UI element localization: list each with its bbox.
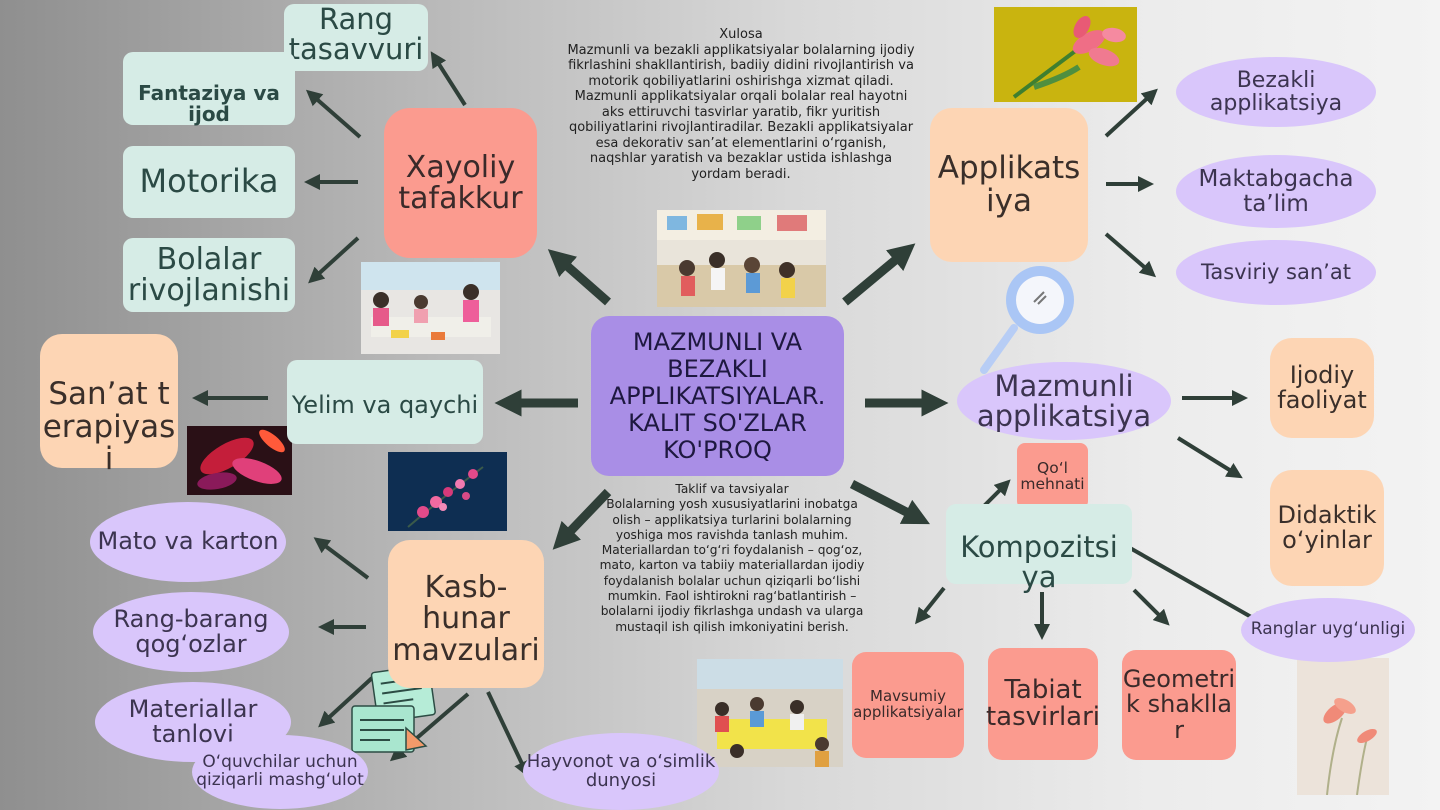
node-didaktik-oyinlar[interactable]: Didaktik o‘yinlar: [1270, 470, 1384, 586]
node-mazmunli-applikatsiya[interactable]: Mazmunli applikatsiya: [957, 362, 1171, 440]
node-motorika[interactable]: Motorika: [123, 146, 295, 218]
node-kasb-hunar-mavzulari[interactable]: Kasb-hunar mavzulari: [388, 540, 544, 688]
arrow-hayvonot: [486, 691, 529, 778]
node-rang-tasavvuri[interactable]: Rang tasavvuri: [284, 4, 428, 71]
arrow-mato: [313, 537, 370, 580]
flowers-blue-photo: [388, 452, 507, 531]
arrow-mavsumiy: [915, 586, 946, 625]
arrow-bezakli: [1104, 88, 1158, 138]
xulosa-heading: Xulosa: [719, 27, 763, 42]
node-tabiat-tasvirlari[interactable]: Tabiat tasvirlari: [986, 648, 1100, 760]
node-rang-barang-qogozlar[interactable]: Rang-barang qog‘ozlar: [93, 592, 289, 672]
node-xayoliy-tafakkur[interactable]: Xayoliy tafakkur: [384, 108, 537, 258]
arrow-center-xayoliy: [547, 249, 611, 306]
node-ijodiy-faoliyat[interactable]: Ijodiy faoliyat: [1270, 338, 1374, 438]
arrow-center-applikatsiya: [842, 243, 916, 306]
node-ranglar-uygunligi[interactable]: Ranglar uyg‘unligi: [1241, 598, 1415, 662]
node-qol-mehnati[interactable]: Qo‘l mehnati: [1017, 443, 1088, 509]
node-kompozitsiya[interactable]: Kompozitsiya: [946, 504, 1132, 593]
node-applikatsiya[interactable]: Applikatsiya: [930, 108, 1088, 262]
node-tasviriy-sanat[interactable]: Tasviriy san’at: [1176, 240, 1376, 305]
kids-table-photo: [361, 262, 500, 354]
xulosa-block: Xulosa Mazmunli va bezakli applikatsiyal…: [566, 27, 916, 182]
node-mavsumiy-applikatsiyalar[interactable]: Mavsumiy applikatsiyalar: [852, 652, 964, 758]
center-topic[interactable]: MAZMUNLI VA BEZAKLI APPLIKATSIYALAR. KAL…: [591, 316, 844, 476]
taklif-heading: Taklif va tavsiyalar: [675, 482, 789, 496]
center-title: MAZMUNLI VA BEZAKLI APPLIKATSIYALAR. KAL…: [609, 327, 826, 464]
arrow-rang-tasavvuri: [430, 51, 467, 107]
pink-flower-photo-top: [994, 7, 1137, 102]
arrow-geometrik: [1132, 588, 1170, 626]
node-yelim-va-qaychi[interactable]: Yelim va qaychi: [287, 360, 483, 444]
arrow-ranglar: [1129, 546, 1267, 626]
taklif-block: Taklif va tavsiyalar Bolalarning yosh xu…: [592, 482, 872, 635]
node-oquvchilar-mashgulot[interactable]: O‘quvchilar uchun qiziqarli mashg‘ulot: [192, 735, 368, 809]
node-hayvonot-osimlik[interactable]: Hayvonot va o‘simlik dunyosi: [523, 733, 719, 810]
neon-leaves-photo: [187, 426, 292, 495]
node-fantaziya[interactable]: Fantaziya va ijod: [123, 52, 295, 125]
node-sanat-terapiyasi[interactable]: San’at terapiyasi: [40, 334, 178, 475]
node-maktabgacha-talim[interactable]: Maktabgacha ta’lim: [1176, 155, 1376, 228]
arrow-materiallar: [318, 676, 374, 728]
arrow-didaktik: [1176, 436, 1243, 479]
classroom-photo-bottom: [697, 659, 843, 767]
node-bolalar-rivojlanishi[interactable]: Bolalar rivojlanishi: [123, 238, 295, 312]
arrow-bolalar: [308, 236, 360, 284]
node-mato-va-karton[interactable]: Mato va karton: [90, 502, 286, 582]
taklif-text: Bolalarning yosh xususiyatlarini inobatg…: [599, 497, 865, 634]
xulosa-text: Mazmunli va bezakli applikatsiyalar bola…: [567, 42, 915, 182]
arrow-center-kasb: [552, 488, 612, 550]
classroom-photo-top: [657, 210, 826, 307]
lily-photo: [1297, 658, 1389, 795]
arrow-tasviriy: [1104, 232, 1157, 278]
node-bezakli-applikatsiya[interactable]: Bezakli applikatsiya: [1176, 57, 1376, 127]
node-geometrik-shakllar[interactable]: Geometrik shakllar: [1122, 650, 1236, 760]
magnifier-icon: [976, 258, 1086, 378]
arrow-fantaziya: [305, 89, 362, 139]
arrow-center-kompozitsiya: [849, 479, 931, 525]
